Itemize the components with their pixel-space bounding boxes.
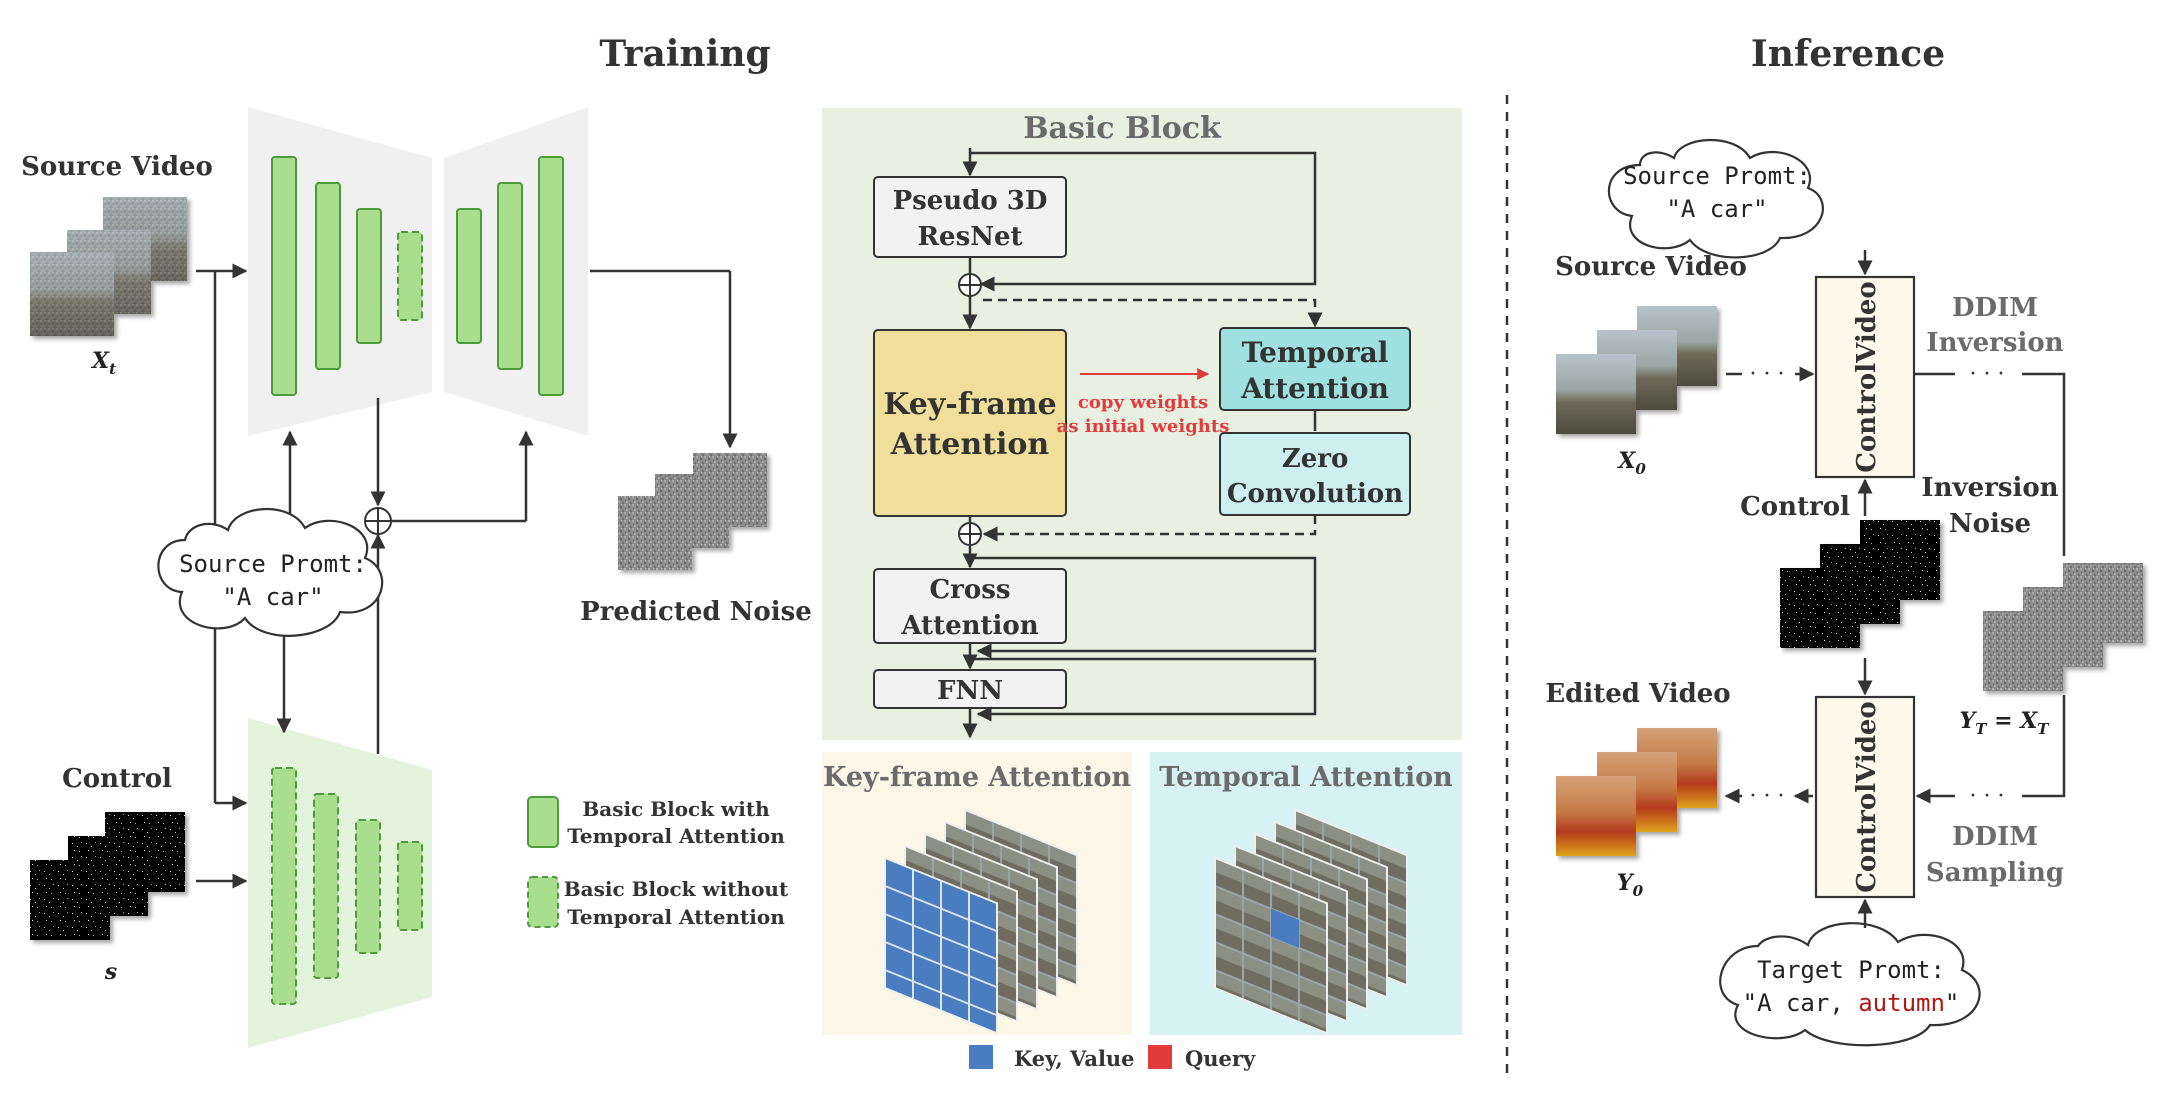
- yt-equals-xt-label: YT = XT: [1960, 708, 2051, 738]
- legend-dashed-block-icon: [527, 876, 559, 928]
- target-prompt-line2: "A car, autumn": [1743, 989, 1960, 1017]
- y0-label: Y0: [1617, 870, 1644, 900]
- predicted-noise-frames: [618, 453, 767, 570]
- training-add-node: [364, 507, 392, 535]
- inversion-noise-frames: [1983, 563, 2143, 691]
- train-prompt-cloud: [157, 507, 384, 637]
- controlvideo-label-2: ControlVideo: [1852, 701, 1882, 893]
- keyframe-line2: Attention: [890, 427, 1050, 462]
- inference-title: Inference: [1751, 33, 1945, 75]
- query-swatch: [1148, 1045, 1172, 1069]
- pseudo3d-line2: ResNet: [917, 222, 1022, 252]
- temporal-frame-stack: [1214, 808, 1408, 1035]
- query-label: Query: [1185, 1046, 1256, 1071]
- ddim-sampling-line2: Sampling: [1926, 858, 2064, 888]
- ddim-inversion-line1: DDIM: [1952, 293, 2038, 323]
- train-source-video-label: Source Video: [21, 152, 213, 182]
- basic-block-add-nodes: [958, 273, 982, 546]
- unet-block: [271, 156, 297, 396]
- inference-control-label: Control: [1740, 492, 1850, 522]
- keyframe-panel-title: Key-frame Attention: [823, 762, 1131, 793]
- controlnet-block: [397, 841, 423, 931]
- inference-control-frames: [1780, 520, 1940, 648]
- s-label: s: [104, 959, 117, 985]
- unet-block-dashed: [397, 231, 423, 321]
- cross-line2: Attention: [900, 611, 1038, 641]
- pseudo3d-line1: Pseudo 3D: [893, 186, 1048, 216]
- controlnet-block: [313, 793, 339, 979]
- unet-block: [456, 208, 482, 344]
- target-prompt-cloud: [1719, 922, 1981, 1047]
- unet-decoder-blocks: [456, 156, 564, 396]
- ellipsis-inversion: · · ·: [1970, 362, 2005, 387]
- cross-line1: Cross: [929, 575, 1010, 605]
- legend-with-line1: Basic Block with: [582, 797, 770, 821]
- target-prompt-line1: Target Promt:: [1757, 956, 1945, 984]
- basic-block-arrows: [962, 148, 1323, 739]
- key-value-swatch: [969, 1045, 993, 1069]
- legend-without-line1: Basic Block without: [564, 877, 789, 901]
- key-value-label: Key, Value: [1014, 1046, 1135, 1071]
- edited-video-frames: [1556, 728, 1717, 856]
- training-title: Training: [599, 33, 770, 75]
- controlvideo-box-inversion: [1814, 275, 1916, 479]
- ddim-inversion-line2: Inversion: [1926, 328, 2063, 358]
- temporal-panel-title: Temporal Attention: [1159, 762, 1453, 793]
- inversion-noise-line1: Inversion: [1921, 473, 2058, 503]
- keyframe-line1: Key-frame: [883, 387, 1056, 422]
- inference-source-prompt-line1: Source Promt:: [1623, 162, 1811, 190]
- copy-line2: as initial weights: [1057, 416, 1230, 437]
- train-prompt-line2: "A car": [222, 583, 323, 611]
- inference-source-prompt-line2: "A car": [1666, 195, 1767, 223]
- controlnet-blocks: [271, 767, 423, 1005]
- unet-block: [356, 208, 382, 344]
- ellipsis-sampling-out: · · ·: [1750, 784, 1785, 809]
- keyframe-frame-stack: [884, 808, 1078, 1035]
- ellipsis-source: · · ·: [1750, 362, 1785, 387]
- keyframe-attention-box: [873, 329, 1067, 517]
- x0-label: X0: [1616, 448, 1646, 478]
- unet-block: [497, 182, 523, 370]
- basic-block-title: Basic Block: [1023, 111, 1222, 146]
- copy-line1: copy weights: [1078, 392, 1208, 413]
- inference-source-video-label: Source Video: [1555, 252, 1747, 282]
- inversion-noise-line2: Noise: [1949, 509, 2031, 539]
- xt-label: Xt: [90, 348, 116, 378]
- train-source-video-frames: [30, 197, 187, 336]
- temporal-line1: Temporal: [1242, 336, 1389, 369]
- train-control-frames: [30, 812, 185, 940]
- inference-arrows: [1724, 250, 2066, 928]
- ddim-sampling-line1: DDIM: [1952, 822, 2038, 852]
- controlvideo-box-sampling: [1814, 695, 1916, 899]
- train-control-label: Control: [62, 764, 172, 794]
- unet-block: [538, 156, 564, 396]
- controlnet-block: [355, 819, 381, 954]
- inference-source-prompt-cloud: [1607, 138, 1824, 259]
- zero-line1: Zero: [1282, 444, 1349, 474]
- inference-source-video-frames: [1556, 306, 1717, 434]
- train-prompt-line1: Source Promt:: [179, 550, 367, 578]
- ellipsis-sampling-in: · · ·: [1970, 784, 2005, 809]
- predicted-noise-label: Predicted Noise: [580, 597, 812, 627]
- fnn-label: FNN: [937, 676, 1003, 706]
- legend-without-line2: Temporal Attention: [567, 905, 785, 929]
- controlnet-block: [271, 767, 297, 1005]
- controlvideo-label-1: ControlVideo: [1852, 281, 1882, 473]
- legend-with-line2: Temporal Attention: [567, 824, 785, 848]
- unet-encoder-blocks: [271, 156, 423, 396]
- zero-line2: Convolution: [1227, 479, 1403, 509]
- edited-video-label: Edited Video: [1545, 679, 1730, 709]
- legend-solid-block-icon: [527, 796, 559, 848]
- temporal-line2: Attention: [1240, 372, 1389, 405]
- unet-block: [315, 182, 341, 370]
